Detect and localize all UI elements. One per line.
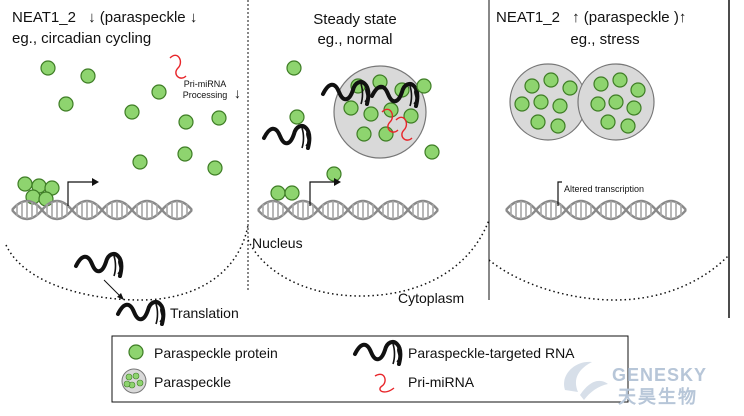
paraspeckle-protein [514,96,530,112]
legend-label-mirna: Pri-miRNA [408,374,475,390]
paraspeckle-protein [552,98,568,114]
paraspeckle-protein [533,94,549,110]
paraspeckle-protein [17,176,33,192]
paraspeckle-protein [543,72,559,88]
middle-panel-graphics [256,60,440,221]
right-panel-note: Altered transcription [564,184,645,194]
paraspeckle-protein [40,60,56,76]
pri-mirna [169,54,187,79]
legend-label-paraspeckle: Paraspeckle [154,374,232,390]
transcription-arrow [67,181,92,206]
paraspeckle-protein [562,80,578,96]
left-title-prefix: NEAT1_2 [12,9,76,26]
legend-label-rna: Paraspeckle-targeted RNA [408,345,575,361]
paraspeckle-protein [608,94,624,110]
paraspeckle-protein [378,126,394,142]
paraspeckle-protein [207,160,223,176]
paraspeckle-targeted-rna [262,124,312,150]
watermark-brand-cn: 天昊生物 [618,387,698,407]
paraspeckle-protein [416,78,432,94]
paraspeckle-icon [121,368,147,394]
transcription-arrow [557,181,562,206]
left-title-arrow-1: ↓ [88,9,96,26]
nucleus-boundary-middle [247,219,490,297]
paraspeckle-protein [343,100,359,116]
paraspeckle-protein [630,82,646,98]
paraspeckle-protein [80,68,96,84]
paraspeckle-protein [524,78,540,94]
paraspeckle-protein [590,96,606,112]
nucleus-boundary-right [488,254,730,301]
paraspeckle-protein [424,144,440,160]
middle-panel-title: Steady state [313,11,397,28]
right-panel-subtitle: eg., stress [570,31,640,48]
paraspeckle-protein [363,106,379,122]
watermark-brand: GENESKY [612,365,708,385]
paraspeckle-protein [132,154,148,170]
genesky-logo [564,361,608,400]
dna-helix [10,199,194,221]
left-title-arrow-2: ↓ [189,9,198,26]
right-panel-graphics [504,63,688,221]
left-panel-note-arrow: ↓ [234,85,241,101]
paraspeckle-protein [178,114,194,130]
dna-helix [256,199,440,221]
right-title-paren: (paraspeckle [583,9,670,26]
paraspeckle-protein [356,126,372,142]
paraspeckle-targeted-rna [74,252,124,278]
left-panel-subtitle: eg., circadian cycling [12,30,152,47]
dna-helix [504,199,688,221]
paraspeckle-protein [530,114,546,130]
right-title-prefix: NEAT1_2 [496,9,560,26]
left-title-paren: (paraspeckle [99,9,186,26]
paraspeckle-targeted-rna [116,300,166,326]
pri-mirna-icon [374,373,395,393]
left-panel-title: NEAT1_2 ↓ (paraspeckle ↓ [12,10,197,25]
paraspeckle-protein [211,110,227,126]
paraspeckle-protein [58,96,74,112]
paraspeckle-protein [620,118,636,134]
cytoplasm-label: Cytoplasm [398,290,465,306]
nucleus-label: Nucleus [252,235,303,251]
paraspeckle-protein [38,191,54,207]
paraspeckle-protein [177,146,193,162]
left-panel-graphics [10,54,227,326]
paraspeckle-protein [550,118,566,134]
right-title-arrow-2: )↑ [673,9,687,26]
paraspeckle-protein [151,84,167,100]
paraspeckle-protein [612,72,628,88]
paraspeckle-protein [289,109,305,125]
right-title-arrow-1: ↑ [572,9,580,26]
paraspeckle-protein-icon [128,344,144,360]
transcription-arrow [309,181,334,206]
paraspeckle-protein [124,104,140,120]
paraspeckle-protein [270,185,286,201]
paraspeckle-protein [284,185,300,201]
left-panel-note: Pri-miRNA Processing [182,79,228,100]
paraspeckle-protein [600,114,616,130]
paraspeckle-protein [286,60,302,76]
legend-label-protein: Paraspeckle protein [154,345,278,361]
middle-panel-subtitle: eg., normal [317,31,393,48]
paraspeckle-protein [593,76,609,92]
nucleus-boundary-left [5,224,249,301]
right-panel-title: NEAT1_2 ↑ (paraspeckle )↑ [496,10,686,25]
paraspeckle-protein [626,100,642,116]
export-arrow [103,279,121,297]
translation-label: Translation [170,305,239,321]
